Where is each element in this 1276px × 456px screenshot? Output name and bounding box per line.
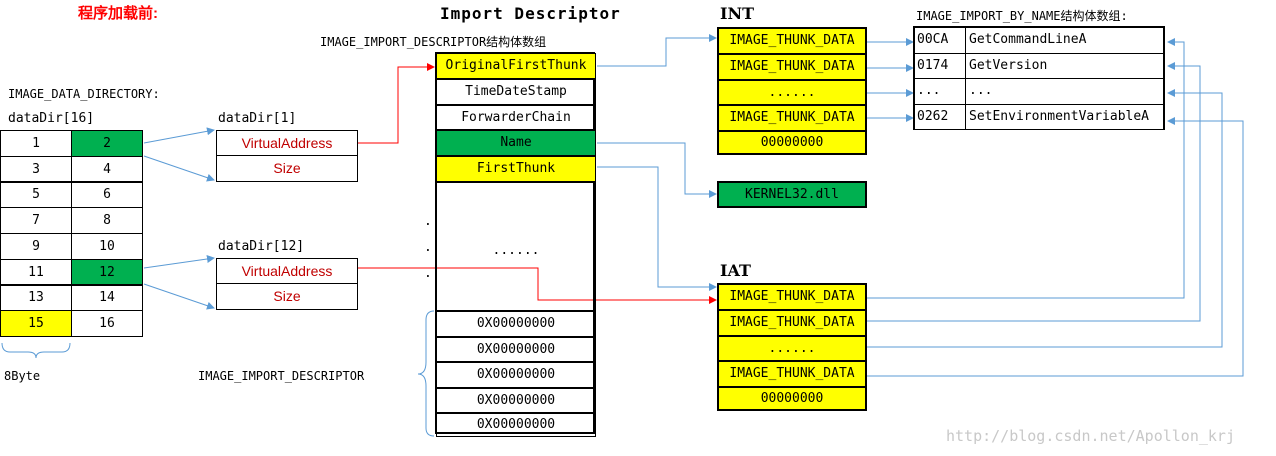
descriptor-ellipsis: ...... xyxy=(436,182,596,311)
iat-row: IMAGE_THUNK_DATA xyxy=(718,361,866,387)
iat-row: ...... xyxy=(718,336,866,361)
int-row: ...... xyxy=(718,80,866,105)
import-by-name-function: GetVersion xyxy=(969,58,1048,73)
iat-title: IAT xyxy=(720,261,751,280)
datadir-cell: 3 xyxy=(0,156,72,183)
int-row: IMAGE_THUNK_DATA xyxy=(718,28,866,54)
int-row: IMAGE_THUNK_DATA xyxy=(718,54,866,80)
datadir-1-virtualaddress: VirtualAddress xyxy=(216,130,358,156)
datadir-cell: 9 xyxy=(0,233,72,260)
iat-row: 00000000 xyxy=(718,387,866,410)
datadir-cell: 1 xyxy=(0,130,72,157)
import-by-name-row-divider xyxy=(914,78,1164,79)
iat-row: IMAGE_THUNK_DATA xyxy=(718,310,866,336)
arrow-iat4-to-ibn xyxy=(866,117,1244,377)
import-by-name-hint: ... xyxy=(917,83,941,98)
iat-row: IMAGE_THUNK_DATA xyxy=(718,284,866,310)
datadir-cell: 12 xyxy=(71,259,143,286)
dot-2: . xyxy=(424,240,432,255)
datadir-cell: 11 xyxy=(0,259,72,286)
dot-1: . xyxy=(424,214,432,229)
eight-byte-brace xyxy=(1,342,71,359)
arrow-va1-to-oft xyxy=(358,63,435,144)
arrow-cell2-to-size1 xyxy=(143,155,215,182)
int-title: INT xyxy=(720,4,755,23)
arrow-cell2-to-va1 xyxy=(143,127,215,144)
descriptor-timedatestamp: TimeDateStamp xyxy=(436,79,596,105)
descriptor-firstthunk: FirstThunk xyxy=(436,156,596,182)
datadir-cell: 13 xyxy=(0,284,72,311)
import-by-name-function: GetCommandLineA xyxy=(969,32,1087,47)
import-descriptor-title: Import Descriptor xyxy=(440,4,621,23)
arrow-iat1-to-ibn xyxy=(866,38,1185,299)
import-by-name-function: SetEnvironmentVariableA xyxy=(969,109,1150,124)
import-by-name-row-divider xyxy=(914,53,1164,54)
arrow-cell12-to-va12 xyxy=(143,255,215,269)
import-by-name-row-divider xyxy=(914,129,1164,130)
import-by-name-title: IMAGE_IMPORT_BY_NAME结构体数组: xyxy=(916,9,1128,23)
watermark: http://blog.csdn.net/Apollon_krj xyxy=(946,427,1235,445)
descriptor-forwarderchain: ForwarderChain xyxy=(436,105,596,130)
dot-3: . xyxy=(424,266,432,281)
import-by-name-hint: 00CA xyxy=(917,32,949,47)
datadir-cell: 15 xyxy=(0,310,72,337)
arrow-cell12-to-size12 xyxy=(143,283,215,310)
descriptor-zero-row: 0X00000000 xyxy=(436,337,596,362)
descriptor-name: Name xyxy=(436,130,596,156)
import-descriptor-brace-label: IMAGE_IMPORT_DESCRIPTOR xyxy=(198,369,365,383)
descriptor-originalfirstthunk: OriginalFirstThunk xyxy=(436,53,596,79)
arrow-name-to-dll xyxy=(597,142,717,198)
int-row: 00000000 xyxy=(718,131,866,154)
datadir-cell: 8 xyxy=(71,207,143,234)
datadir-cell: 4 xyxy=(71,156,143,183)
datadir-12-virtualaddress: VirtualAddress xyxy=(216,258,358,284)
datadir-cell: 14 xyxy=(71,284,143,311)
import-by-name-column-divider xyxy=(965,27,966,129)
datadir-cell: 5 xyxy=(0,181,72,208)
datadir-cell: 10 xyxy=(71,233,143,260)
arrow-oft-to-int xyxy=(597,34,717,67)
int-row: IMAGE_THUNK_DATA xyxy=(718,105,866,131)
datadir-12-label: dataDir[12] xyxy=(218,239,305,254)
datadir-cell: 2 xyxy=(71,130,143,157)
before-load-label: 程序加载前: xyxy=(78,5,158,22)
import-by-name-hint: 0174 xyxy=(917,58,949,73)
arrow-iat2-to-ibn xyxy=(866,62,1201,322)
arrow-va12-to-iat xyxy=(358,267,717,304)
datadir-16-label: dataDir[16] xyxy=(8,111,95,126)
descriptor-brace xyxy=(417,310,435,437)
datadir-cell: 16 xyxy=(71,310,143,337)
descriptor-zero-row: 0X00000000 xyxy=(436,362,596,388)
data-directory-label: IMAGE_DATA_DIRECTORY: xyxy=(8,87,160,101)
dll-name-box: KERNEL32.dll xyxy=(717,181,867,208)
descriptor-zero-row: 0X00000000 xyxy=(436,311,596,337)
descriptor-zero-row: 0X00000000 xyxy=(436,388,596,413)
import-descriptor-struct-label: IMAGE_IMPORT_DESCRIPTOR结构体数组 xyxy=(320,35,547,49)
datadir-1-label: dataDir[1] xyxy=(218,111,297,126)
arrow-ft-to-iat xyxy=(597,166,717,291)
datadir-12-size: Size xyxy=(216,283,358,310)
import-by-name-function: ... xyxy=(969,83,993,98)
datadir-cell: 7 xyxy=(0,207,72,234)
datadir-1-size: Size xyxy=(216,155,358,182)
datadir-cell: 6 xyxy=(71,181,143,208)
import-by-name-hint: 0262 xyxy=(917,109,949,124)
descriptor-zero-row: 0X00000000 xyxy=(436,413,596,437)
import-by-name-row-divider xyxy=(914,104,1164,105)
arrow-iat3-to-ibn xyxy=(866,89,1223,348)
eight-byte-label: 8Byte xyxy=(4,369,41,383)
